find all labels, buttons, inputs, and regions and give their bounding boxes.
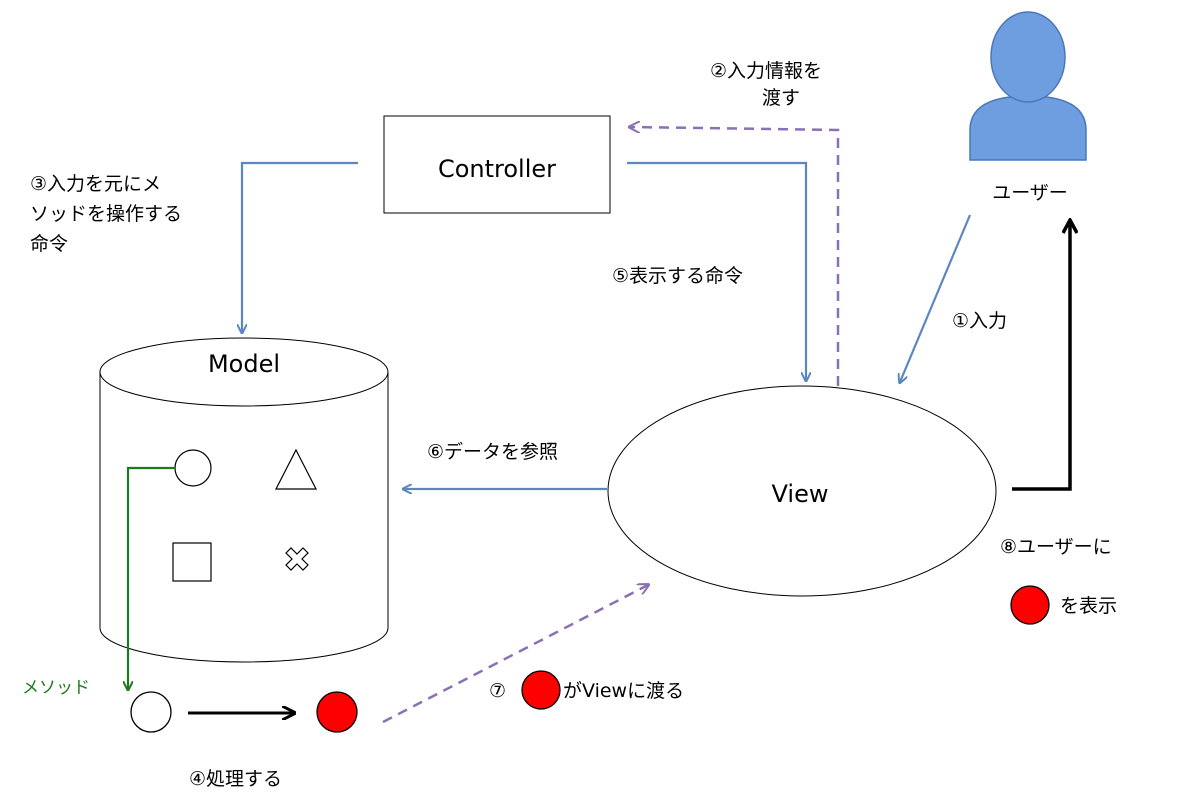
model-square — [172, 542, 212, 582]
arrow-view-to-controller — [630, 127, 840, 386]
step3-label-line3: 命令 — [30, 233, 68, 255]
step3-label-line1: ③入力を元にメ — [30, 173, 161, 195]
user-icon — [969, 11, 1087, 161]
controller-box — [383, 115, 611, 214]
step7-label: がViewに渡る — [563, 680, 684, 702]
controller-label: Controller — [438, 155, 556, 183]
arrow-controller-to-model — [242, 161, 358, 332]
model-triangle — [275, 448, 317, 490]
model-label: Model — [208, 350, 280, 378]
method-circle-result — [316, 691, 358, 733]
arrow-method-call — [128, 466, 175, 689]
step5-label: ⑤表示する命令 — [612, 265, 743, 287]
model-circle-method — [174, 449, 212, 487]
step6-label: ⑥データを参照 — [427, 441, 558, 463]
arrow-view-to-user — [1012, 221, 1070, 491]
method-label: メソッド — [22, 678, 90, 698]
step7-red-dot — [521, 670, 561, 710]
step4-label: ④処理する — [189, 768, 282, 790]
view-ellipse — [607, 385, 997, 597]
method-circle-input — [130, 691, 172, 733]
step8-label-line1: ⑧ユーザーに — [1000, 536, 1112, 558]
step2-label-line1: ②入力情報を — [710, 60, 822, 82]
step8-red-dot — [1010, 585, 1050, 625]
user-label: ユーザー — [992, 182, 1068, 204]
model-cylinder — [99, 337, 389, 663]
step2-label-line2: 渡す — [762, 87, 800, 109]
step7-number: ⑦ — [489, 680, 506, 702]
step1-label: ①入力 — [952, 310, 1007, 332]
view-label: View — [772, 480, 829, 508]
arrow-controller-to-view — [627, 161, 806, 380]
step8-label-line2: を表示 — [1060, 595, 1117, 617]
model-cross — [285, 547, 309, 571]
arrow-user-to-view — [900, 214, 972, 382]
step3-label-line2: ソッドを操作する — [30, 203, 182, 225]
